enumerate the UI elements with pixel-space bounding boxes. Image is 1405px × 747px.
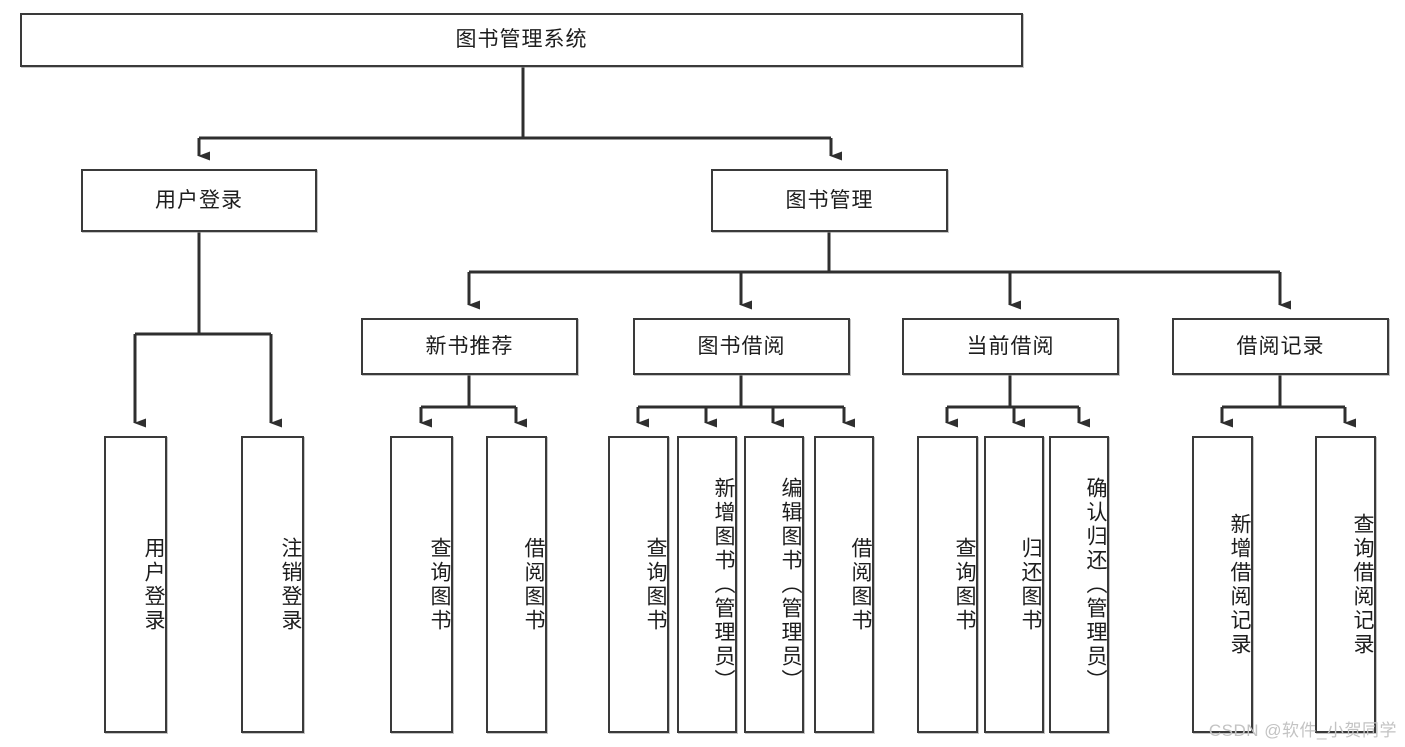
node-label: 查询图书 bbox=[953, 536, 976, 633]
csdn-watermark: CSDN @软件_小贺同学 bbox=[1208, 721, 1397, 740]
node-label: 借阅图书 bbox=[522, 536, 545, 633]
leaf-edit-book-admin[interactable]: 编辑图书（管理员） bbox=[744, 436, 804, 733]
leaf-query-books-current[interactable]: 查询图书 bbox=[917, 436, 978, 733]
node-label: 当前借阅 bbox=[966, 334, 1055, 358]
leaf-return-books[interactable]: 归还图书 bbox=[984, 436, 1044, 733]
leaf-query-books-borrow[interactable]: 查询图书 bbox=[608, 436, 669, 733]
node-label: 新增图书（管理员） bbox=[712, 476, 735, 693]
leaf-query-borrow-record[interactable]: 查询借阅记录 bbox=[1315, 436, 1376, 733]
node-book-management[interactable]: 图书管理 bbox=[711, 169, 948, 232]
node-label: 图书管理 bbox=[785, 188, 874, 212]
node-label: 归还图书 bbox=[1019, 536, 1042, 633]
leaf-add-book-admin[interactable]: 新增图书（管理员） bbox=[677, 436, 737, 733]
node-label: 新增借阅记录 bbox=[1228, 512, 1251, 657]
node-label: 借阅图书 bbox=[849, 536, 872, 633]
leaf-confirm-return-admin[interactable]: 确认归还（管理员） bbox=[1049, 436, 1109, 733]
node-user-login[interactable]: 用户登录 bbox=[81, 169, 317, 232]
node-label: 图书借阅 bbox=[697, 334, 786, 358]
node-label: 用户登录 bbox=[142, 536, 165, 633]
node-label: 图书管理系统 bbox=[455, 28, 588, 52]
leaf-borrow-books[interactable]: 借阅图书 bbox=[814, 436, 874, 733]
node-label: 确认归还（管理员） bbox=[1084, 476, 1107, 693]
leaf-add-borrow-record[interactable]: 新增借阅记录 bbox=[1192, 436, 1253, 733]
node-root-book-management-system[interactable]: 图书管理系统 bbox=[20, 13, 1023, 67]
node-label: 新书推荐 bbox=[425, 334, 514, 358]
node-new-book-recommend[interactable]: 新书推荐 bbox=[361, 318, 578, 375]
node-label: 查询图书 bbox=[644, 536, 667, 633]
node-label: 用户登录 bbox=[155, 188, 243, 212]
leaf-logout[interactable]: 注销登录 bbox=[241, 436, 304, 733]
leaf-borrow-books-recommend[interactable]: 借阅图书 bbox=[486, 436, 547, 733]
leaf-user-login[interactable]: 用户登录 bbox=[104, 436, 167, 733]
node-book-borrow[interactable]: 图书借阅 bbox=[633, 318, 850, 375]
node-label: 借阅记录 bbox=[1236, 334, 1325, 358]
leaf-query-books-recommend[interactable]: 查询图书 bbox=[390, 436, 453, 733]
node-current-borrow[interactable]: 当前借阅 bbox=[902, 318, 1119, 375]
node-label: 编辑图书（管理员） bbox=[779, 476, 802, 693]
node-label: 查询借阅记录 bbox=[1351, 512, 1374, 657]
node-label: 查询图书 bbox=[428, 536, 451, 633]
node-borrow-records[interactable]: 借阅记录 bbox=[1172, 318, 1389, 375]
node-label: 注销登录 bbox=[279, 536, 302, 633]
